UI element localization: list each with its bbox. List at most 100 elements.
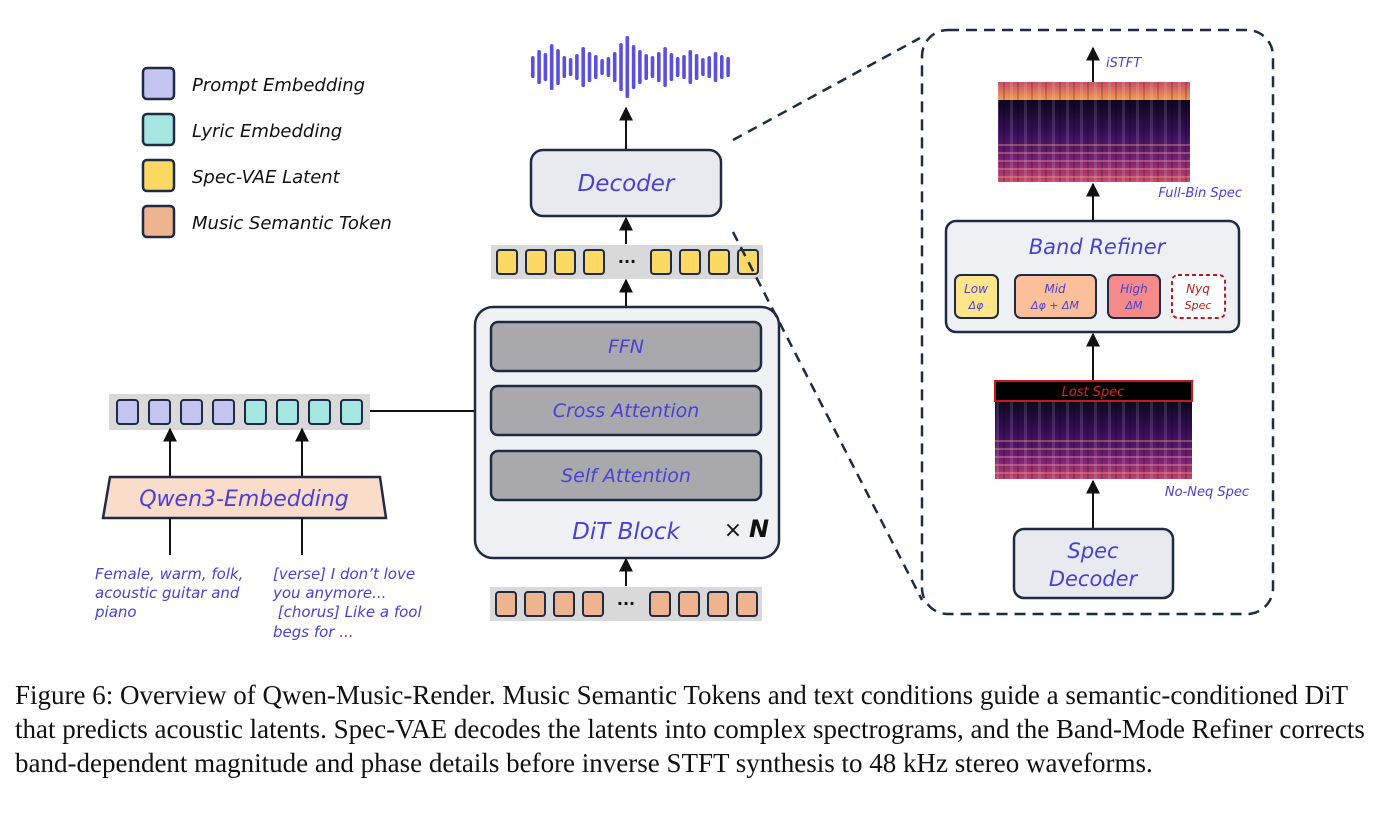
no-neq-spec-bands: [995, 440, 1192, 479]
band-mid-desc: Δφ + ΔM: [1030, 299, 1080, 312]
lyrics-text-line: [chorus] Like a fool: [273, 603, 422, 621]
architecture-diagram: Prompt Embedding Lyric Embedding Spec-VA…: [94, 28, 1275, 641]
ffn-layer: [489, 320, 763, 373]
band-nyquist-desc: Spec: [1185, 299, 1212, 312]
band-high-name: High: [1120, 282, 1148, 296]
latent-cell: [554, 249, 576, 275]
zoom-line-top: [732, 36, 921, 142]
legend-swatch-token: [141, 204, 176, 239]
waveform-bar: [612, 52, 617, 82]
prompt-text-line: acoustic guitar and: [95, 584, 240, 602]
semantic-token-strip: ···: [490, 587, 762, 621]
full-bin-spectrogram: [998, 82, 1190, 182]
semantic-token-cell: [553, 591, 575, 617]
latent-cell: [583, 249, 605, 275]
waveform-bar: [675, 57, 680, 77]
self-attention-layer: [489, 449, 763, 502]
full-bin-spec-bands: [998, 140, 1190, 182]
legend-label-token: Music Semantic Token: [192, 213, 392, 234]
latent-strip: ···: [491, 245, 763, 279]
waveform-bar: [688, 50, 693, 84]
spec-decoder-module: Spec Decoder: [1012, 527, 1175, 600]
latent-cell: [650, 249, 672, 275]
waveform-bar: [556, 49, 560, 85]
times-symbol: ×: [724, 518, 742, 543]
spec-decoder-box: [1012, 527, 1175, 600]
waveform-bar: [720, 55, 724, 79]
latent-cell: [679, 249, 701, 275]
band-low-box: [954, 274, 999, 319]
waveform-bar: [707, 56, 711, 78]
prompt-embedding-cell: [180, 399, 203, 425]
lyrics-input-text: [verse] I don’t love you anymore... [cho…: [272, 565, 422, 641]
waveform-bar: [669, 53, 674, 81]
semantic-token-cell: [495, 591, 517, 617]
waveform-bar: [631, 45, 636, 89]
no-neq-spec-label: No-Neq Spec: [1165, 485, 1249, 500]
band-low-name: Low: [964, 282, 988, 296]
prompt-embedding-cell: [212, 399, 235, 425]
legend: Prompt Embedding Lyric Embedding Spec-VA…: [141, 66, 392, 239]
lyric-embedding-cell: [244, 399, 267, 425]
repeat-n-label: N: [749, 515, 769, 543]
waveform-bar: [694, 54, 699, 80]
zoom-line-bottom: [731, 231, 924, 601]
lyrics-text-line: you anymore...: [272, 584, 386, 602]
decoder-label: Decoder: [578, 171, 676, 197]
waveform-bar: [625, 36, 630, 98]
waveform-bar: [644, 54, 648, 80]
lost-spec-label: Lost Spec: [1062, 385, 1125, 400]
band-refiner-label: Band Refiner: [1029, 235, 1167, 259]
legend-swatch-prompt: [141, 66, 176, 101]
waveform-bar: [701, 58, 705, 76]
ffn-label: FFN: [608, 336, 644, 358]
legend-label-latent: Spec-VAE Latent: [192, 167, 341, 188]
waveform-bar: [562, 56, 567, 78]
band-high-desc: ΔM: [1124, 299, 1143, 312]
waveform-bar: [549, 44, 554, 90]
prompt-embedding-cell: [116, 399, 139, 425]
waveform-bar: [568, 58, 573, 76]
band-nyquist-box: [1171, 274, 1226, 319]
dit-block: FFN Cross Attention Self Attention DiT B…: [473, 305, 781, 560]
prompt-text-line: Female, warm, folk,: [95, 565, 243, 583]
semantic-token-cell: [736, 591, 758, 617]
waveform-bar: [600, 59, 604, 75]
qwen3-embedding-label: Qwen3-Embedding: [139, 487, 349, 512]
semantic-token-cell: [678, 591, 700, 617]
waveform-bar: [657, 52, 661, 82]
waveform-bar: [587, 52, 592, 82]
qwen3-embedding-shape: [101, 475, 388, 520]
detail-panel-border: [920, 28, 1275, 616]
figure-caption: Figure 6: Overview of Qwen-Music-Render.…: [15, 680, 1365, 778]
band-mid-box: [1014, 274, 1097, 319]
waveform-bar: [682, 55, 686, 79]
semantic-token-cell: [524, 591, 546, 617]
full-bin-spec-label: Full-Bin Spec: [1158, 186, 1242, 201]
qwen3-embedding-module: Qwen3-Embedding: [101, 475, 388, 520]
prompt-text-line: piano: [94, 603, 137, 621]
legend-swatch-lyric: [141, 112, 176, 147]
lost-spec-band: [994, 380, 1193, 402]
waveform-bar: [594, 55, 598, 79]
latent-ellipsis: ···: [618, 252, 636, 271]
legend-item-lyric-embedding: Lyric Embedding: [141, 112, 342, 147]
dit-block-label: DiT Block: [572, 519, 681, 545]
semantic-token-cell: [707, 591, 729, 617]
latent-cell: [525, 249, 547, 275]
legend-item-prompt-embedding: Prompt Embedding: [141, 66, 365, 101]
semantic-token-cell: [582, 591, 604, 617]
prompt-embedding-cell: [148, 399, 171, 425]
embedding-strip: [109, 394, 370, 430]
self-attention-label: Self Attention: [561, 465, 691, 487]
decoder-detail-panel: iSTFT Full-Bin Spec Band Refiner Low Δφ …: [920, 28, 1275, 616]
cross-attention-label: Cross Attention: [553, 400, 700, 422]
lyric-embedding-cell: [308, 399, 331, 425]
lyric-embedding-cell: [340, 399, 363, 425]
waveform-bar: [581, 47, 585, 87]
no-neq-spectrogram: Lost Spec: [994, 380, 1193, 479]
istft-label: iSTFT: [1106, 56, 1142, 71]
latent-cell: [496, 249, 518, 275]
band-nyquist-name: Nyq: [1186, 282, 1210, 296]
waveform-bar: [650, 56, 655, 78]
